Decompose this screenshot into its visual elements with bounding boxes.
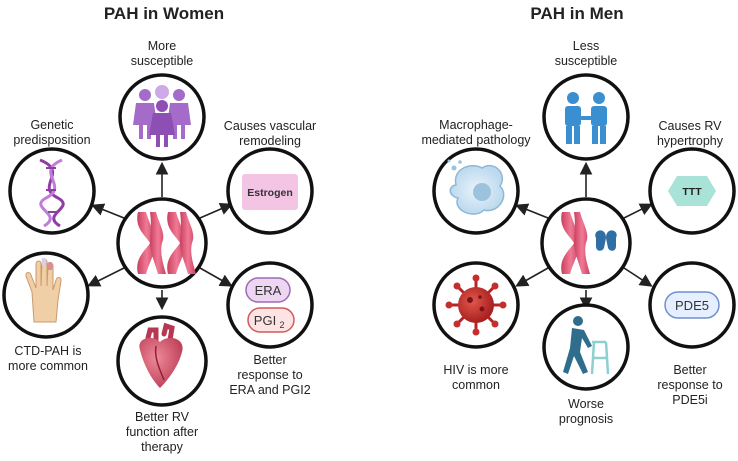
men-label-upper-left: Macrophage- mediated pathology xyxy=(418,118,534,148)
label-line: PDE5i xyxy=(672,393,708,407)
women-node-top xyxy=(118,73,206,161)
men-diagram: TTT xyxy=(432,73,736,391)
arrow-to-lower-right xyxy=(623,267,653,287)
men-label-lower-left: HIV is more common xyxy=(426,363,526,393)
women-node-bottom xyxy=(116,315,208,407)
pde5-icon: PDE5 xyxy=(664,291,720,319)
ttt-icon: TTT xyxy=(668,176,716,206)
women-center-node xyxy=(116,197,208,289)
label-line: response to xyxy=(237,368,303,382)
elderly-walker-icon xyxy=(563,316,610,375)
women-arrows xyxy=(87,161,233,311)
label-line: Causes RV xyxy=(658,119,722,133)
women-node-upper-right: Estrogen xyxy=(226,147,314,235)
women-group-icon xyxy=(133,85,191,147)
xx-chromosome-icon xyxy=(137,212,196,274)
label-line: CTD-PAH is xyxy=(14,344,82,358)
men-node-lower-right: PDE5 xyxy=(648,261,736,349)
men-center-node xyxy=(540,197,632,289)
label-line: Genetic xyxy=(30,118,74,132)
label-line: predisposition xyxy=(13,133,91,147)
estrogen-label: Estrogen xyxy=(247,187,293,199)
label-line: common xyxy=(452,378,500,392)
men-label-top: Less susceptible xyxy=(536,39,636,69)
women-label-top: More susceptible xyxy=(112,39,212,69)
pgi-label: PGI xyxy=(254,313,276,328)
virus-icon xyxy=(445,274,507,336)
label-line: mediated pathology xyxy=(421,133,531,147)
ttt-label: TTT xyxy=(682,186,702,198)
label-line: more common xyxy=(8,359,88,373)
estrogen-icon: Estrogen xyxy=(242,174,298,210)
heart-icon xyxy=(139,322,183,388)
label-line: HIV is more xyxy=(443,363,509,377)
men-node-bottom xyxy=(542,303,630,391)
men-node-upper-left xyxy=(432,147,520,235)
men-label-lower-right: Better response to PDE5i xyxy=(642,363,738,408)
women-node-lower-right: ERA PGI 2 xyxy=(226,261,314,349)
men-arrows xyxy=(515,161,653,311)
pgi-subscript: 2 xyxy=(279,320,284,330)
label-line: susceptible xyxy=(130,54,194,68)
xy-chromosome-icon xyxy=(561,212,617,274)
men-label-upper-right: Causes RV hypertrophy xyxy=(645,119,735,149)
women-label-upper-left: Genetic predisposition xyxy=(2,118,102,148)
label-line: remodeling xyxy=(239,134,301,148)
label-line: Worse xyxy=(568,397,604,411)
label-line: Less xyxy=(572,39,600,53)
label-line: prognosis xyxy=(558,412,614,426)
women-node-upper-left xyxy=(8,147,96,235)
arrow-to-upper-right xyxy=(623,203,653,219)
arrow-to-lower-left xyxy=(515,267,549,287)
label-line: Better xyxy=(673,363,707,377)
label-line: Better RV xyxy=(135,410,189,424)
men-label-bottom: Worse prognosis xyxy=(536,397,636,427)
women-node-lower-left xyxy=(2,251,90,339)
arrow-to-lower-right xyxy=(199,267,233,287)
arrow-to-upper-left xyxy=(91,203,125,219)
arrow-to-lower-left xyxy=(87,267,125,287)
label-line: therapy xyxy=(141,440,183,454)
label-line: ERA and PGI2 xyxy=(229,383,311,397)
label-line: Better xyxy=(253,353,287,367)
women-label-lower-left: CTD-PAH is more common xyxy=(0,344,96,374)
era-pgi2-icon: ERA PGI 2 xyxy=(245,277,295,333)
label-line: More xyxy=(147,39,177,53)
women-label-lower-right: Better response to ERA and PGI2 xyxy=(220,353,320,398)
men-node-upper-right: TTT xyxy=(648,147,736,235)
men-node-top xyxy=(542,73,630,161)
dna-icon xyxy=(39,158,65,228)
women-title: PAH in Women xyxy=(103,4,225,23)
women-label-bottom: Better RV function after therapy xyxy=(112,410,212,455)
label-line: response to xyxy=(657,378,723,392)
arrow-to-upper-left xyxy=(515,203,549,219)
women-diagram: Estrogen xyxy=(2,73,314,407)
label-line: function after xyxy=(125,425,199,439)
women-label-upper-right: Causes vascular remodeling xyxy=(215,119,325,149)
men-node-lower-left xyxy=(432,261,520,349)
label-line: Causes vascular xyxy=(223,119,317,133)
pde5-label: PDE5 xyxy=(675,298,709,313)
label-line: Macrophage- xyxy=(439,118,513,132)
label-line: susceptible xyxy=(554,54,618,68)
arrow-to-upper-right xyxy=(199,202,233,219)
hand-icon xyxy=(25,258,62,323)
macrophage-icon xyxy=(447,159,505,215)
men-title: PAH in Men xyxy=(530,4,624,23)
era-label: ERA xyxy=(255,283,282,298)
label-line: hypertrophy xyxy=(656,134,723,148)
men-pair-icon xyxy=(565,92,607,144)
